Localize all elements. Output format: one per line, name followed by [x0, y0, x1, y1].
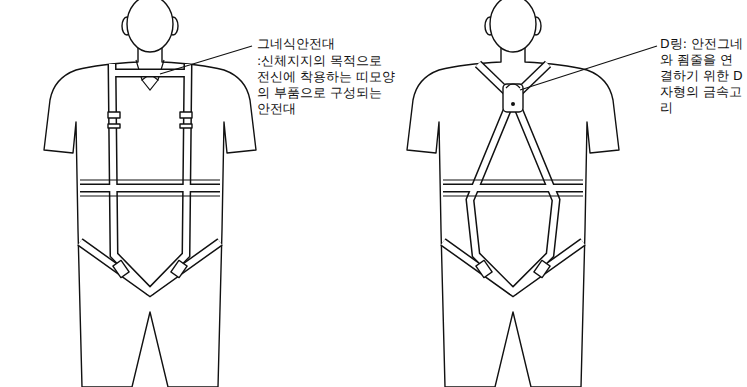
- leader-line: [520, 46, 657, 90]
- front-figure: [44, 0, 256, 387]
- leader-line: [160, 46, 252, 74]
- callout-label: :신체지지의 목적으로 전신에 착용하는 띠모양의 부품으로 구성되는 안전대: [257, 53, 397, 117]
- callout-label: D링: 안전그네와 죔줄을 연결하기 위한 D자형의 금속고리: [660, 36, 745, 116]
- back-figure: [407, 0, 619, 387]
- callout-label: 그네식안전대: [257, 36, 397, 52]
